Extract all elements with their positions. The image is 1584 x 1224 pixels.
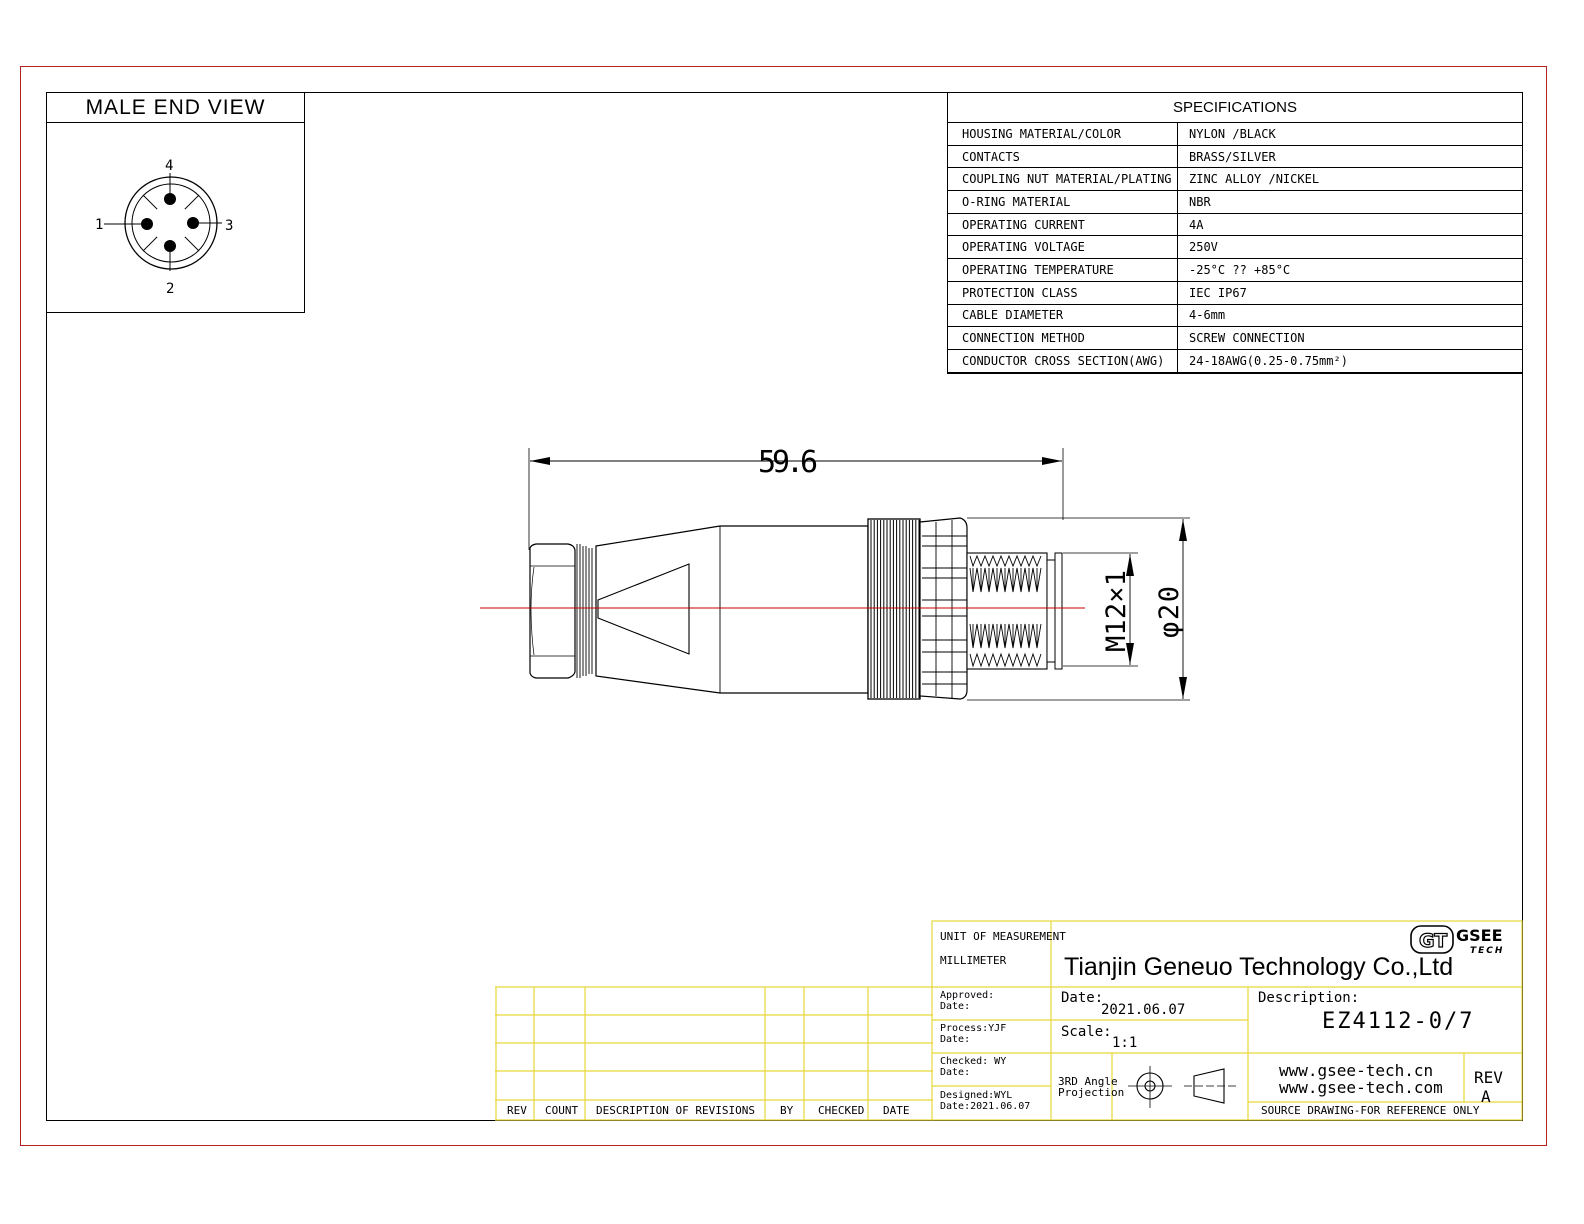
spec-key: COUPLING NUT MATERIAL/PLATING: [947, 167, 1178, 192]
table-row: CONDUCTOR CROSS SECTION(AWG)24-18AWG(0.2…: [947, 349, 1523, 373]
rev-header-description: DESCRIPTION OF REVISIONS: [596, 1104, 755, 1117]
rev-label: REV: [1474, 1068, 1503, 1087]
cable-gland-nut: [529, 543, 576, 679]
spec-value: 250V: [1177, 235, 1523, 260]
unit-label: UNIT OF MEASUREMENT: [940, 930, 1066, 943]
rev-header-checked: CHECKED: [818, 1104, 865, 1117]
male-end-view-box: [46, 92, 305, 313]
diameter-dimension-label: φ20: [1154, 586, 1185, 638]
website-com: www.gsee-tech.com: [1279, 1078, 1443, 1097]
designed-date-label: Date:2021.06.07: [940, 1101, 1031, 1112]
svg-text:TECH: TECH: [1470, 946, 1504, 956]
spec-value: 4A: [1177, 213, 1523, 237]
spec-value: IEC IP67: [1177, 281, 1523, 305]
connector-side-view: 59.6: [480, 445, 1190, 701]
spec-key: OPERATING VOLTAGE: [947, 235, 1178, 260]
title-block-grid: [931, 920, 1523, 1121]
checked-label: Checked: WY: [940, 1056, 1007, 1067]
pin-1: [141, 218, 153, 230]
scale-value: 1:1: [1112, 1035, 1138, 1051]
spec-value: BRASS/SILVER: [1177, 145, 1523, 169]
svg-text:GSEE: GSEE: [1456, 926, 1503, 945]
date-label: Date:: [1061, 990, 1104, 1006]
spec-value: SCREW CONNECTION: [1177, 326, 1523, 350]
website-cn: www.gsee-tech.cn: [1279, 1061, 1434, 1080]
spec-value: 4-6mm: [1177, 304, 1523, 328]
spec-key: CONDUCTOR CROSS SECTION(AWG): [947, 349, 1178, 373]
unit-value: MILLIMETER: [940, 954, 1007, 967]
rev-header-rev: REV: [507, 1104, 527, 1117]
rev-header-by: BY: [780, 1104, 794, 1117]
projection-label-1: 3RD Angle: [1058, 1075, 1118, 1088]
pin-2: [164, 240, 176, 252]
outer-border: [20, 66, 1547, 1146]
pin-label-3: 3: [225, 218, 233, 234]
spec-key: CONNECTION METHOD: [947, 326, 1178, 350]
process-label: Process:YJF: [940, 1023, 1007, 1034]
male-end-view-title: MALE END VIEW: [46, 92, 305, 123]
spec-value: 24-18AWG(0.25-0.75mm²): [1177, 349, 1523, 373]
knurled-coupling-nut: [867, 518, 921, 700]
rev-header-date: DATE: [883, 1104, 910, 1117]
spec-key: PROTECTION CLASS: [947, 281, 1178, 305]
approved-label: Approved:: [940, 990, 995, 1001]
pin-3: [187, 217, 199, 229]
table-row: OPERATING TEMPERATURE-25°C ?? +85°C: [947, 258, 1523, 282]
projection-label-2: Projection: [1058, 1086, 1125, 1099]
checked-date-label: Date:: [940, 1067, 971, 1078]
pin-label-2: 2: [166, 281, 174, 297]
specifications-title: SPECIFICATIONS: [947, 92, 1523, 123]
spec-value: -25°C ?? +85°C: [1177, 258, 1523, 282]
spec-key: CONTACTS: [947, 145, 1178, 169]
spec-value: NYLON /BLACK: [1177, 123, 1523, 146]
spec-key: OPERATING CURRENT: [947, 213, 1178, 237]
approved-date-label: Date:: [940, 1001, 971, 1012]
date-value: 2021.06.07: [1101, 1002, 1186, 1018]
threaded-pin: [966, 552, 1048, 670]
svg-text:GT: GT: [1419, 930, 1447, 952]
length-dimension-label: 59.6: [758, 445, 818, 480]
rev-header-count: COUNT: [545, 1104, 579, 1117]
spec-value: NBR: [1177, 190, 1523, 214]
gsee-logo-icon: GT GSEE TECH: [1410, 925, 1504, 956]
third-angle-projection-icon: [1128, 1066, 1236, 1108]
spec-value: ZINC ALLOY /NICKEL: [1177, 167, 1523, 192]
revision-table: [495, 986, 933, 1121]
male-end-view-diagram: 4 1 3 2: [95, 158, 233, 297]
gsee-logo: GT GSEE TECH: [1410, 924, 1514, 956]
footer-note: SOURCE DRAWING-FOR REFERENCE ONLY: [1261, 1104, 1480, 1117]
spec-key: HOUSING MATERIAL/COLOR: [947, 123, 1178, 146]
process-date-label: Date:: [940, 1034, 971, 1045]
pin-4: [164, 193, 176, 205]
pin-label-1: 1: [95, 217, 103, 233]
description-label: Description:: [1258, 990, 1360, 1006]
spec-key: OPERATING TEMPERATURE: [947, 258, 1178, 282]
scale-label: Scale:: [1061, 1024, 1112, 1040]
thread-dimension-label: M12×1: [1101, 570, 1132, 652]
description-value: EZ4112-0/7: [1322, 1009, 1475, 1034]
spec-key: CABLE DIAMETER: [947, 304, 1178, 328]
rev-value: A: [1481, 1087, 1491, 1106]
company-name: Tianjin Geneuo Technology Co.,Ltd: [1064, 953, 1454, 981]
designed-label: Designed:WYL: [940, 1090, 1013, 1101]
spec-key: O-RING MATERIAL: [947, 190, 1178, 214]
pin-label-4: 4: [165, 158, 173, 174]
